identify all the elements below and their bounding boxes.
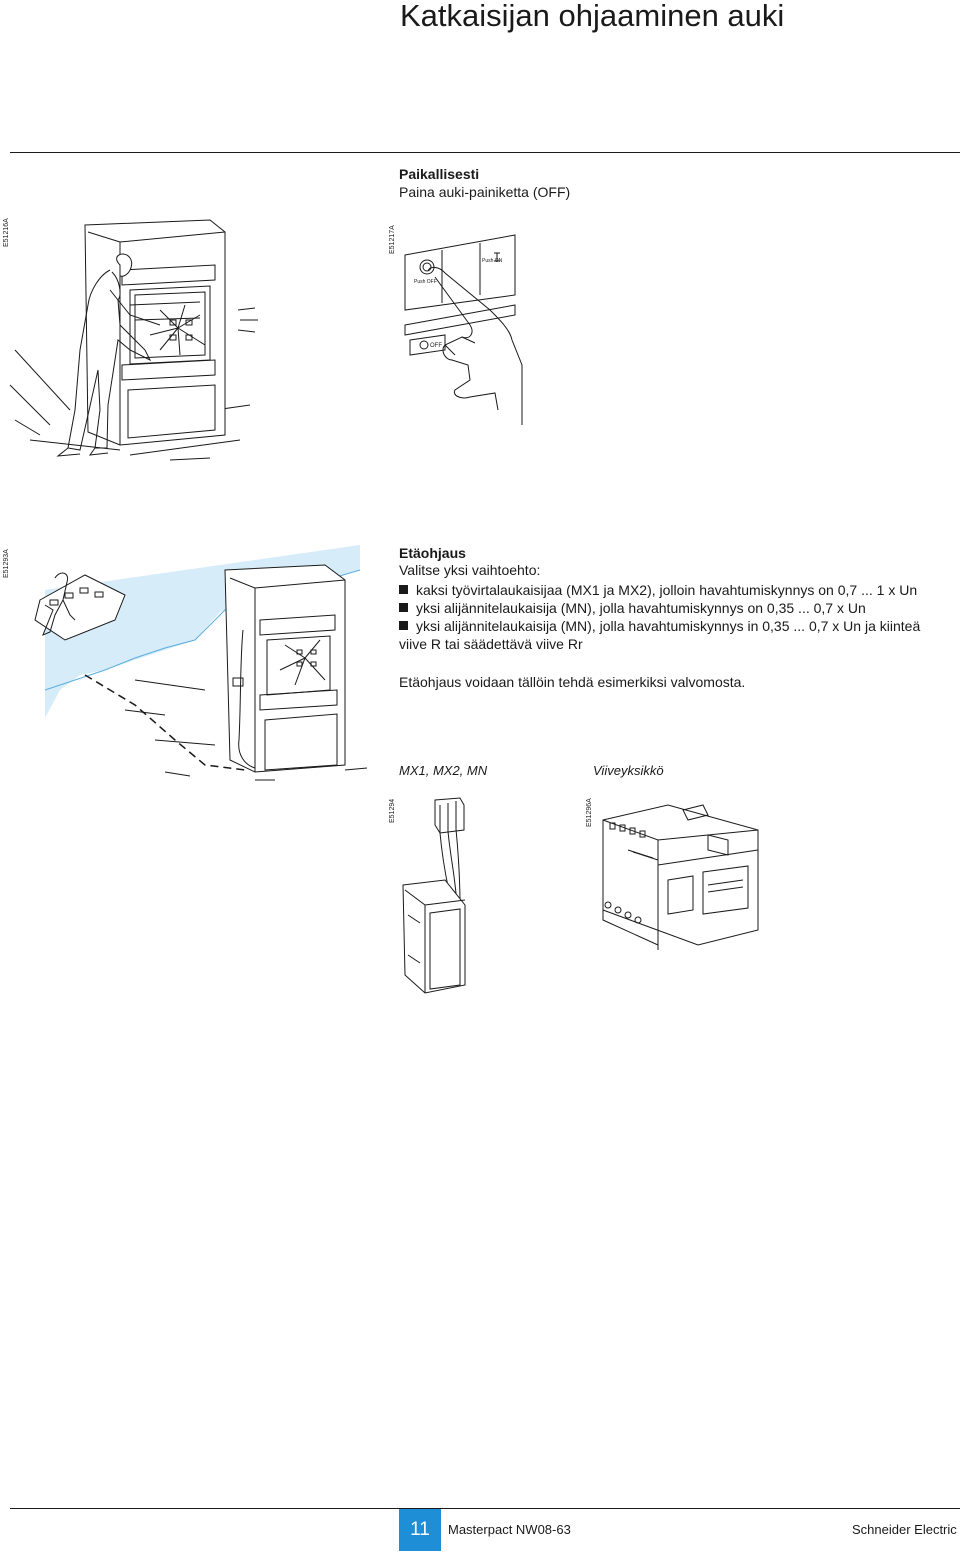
- remote-heading: Etäohjaus: [399, 545, 466, 561]
- page-number: 11: [399, 1509, 441, 1551]
- footer-rule: [10, 1508, 960, 1509]
- caption-mx: MX1, MX2, MN: [399, 763, 488, 778]
- caption-delay: Viiveyksikkö: [593, 763, 664, 778]
- remote-note: Etäohjaus voidaan tällöin tehdä esimerki…: [399, 674, 746, 690]
- mx-mn-coil-illustration: [400, 795, 470, 995]
- push-off-label: Push OFF: [414, 279, 437, 285]
- delay-unit-illustration: [598, 790, 763, 950]
- brand-name: Schneider Electric: [852, 1522, 957, 1537]
- off-label: OFF: [430, 343, 442, 349]
- bullet-square-icon: [399, 621, 408, 630]
- figure-code-4: E51294: [389, 798, 396, 823]
- operator-switchboard-illustration: [10, 210, 260, 470]
- bullet-square-icon: [399, 603, 408, 612]
- remote-bullet-2: yksi alijännitelaukaisija (MN), jolla ha…: [399, 599, 866, 618]
- figure-code-5: E51296A: [586, 798, 593, 827]
- remote-bullet-3: yksi alijännitelaukaisija (MN), jolla ha…: [399, 617, 920, 636]
- remote-intro: Valitse yksi vaihtoehto:: [399, 562, 541, 578]
- product-name: Masterpact NW08-63: [448, 1522, 571, 1537]
- header-rule: [10, 152, 960, 153]
- page-title: Katkaisijan ohjaaminen auki: [400, 0, 785, 33]
- figure-code-3: E51293A: [3, 549, 10, 578]
- remote-bullet-1: kaksi työvirtalaukaisijaa (MX1 ja MX2), …: [399, 581, 917, 600]
- figure-code-1: E51216A: [3, 218, 10, 247]
- off-button-illustration: Push ON Push OFF OFF: [400, 215, 525, 425]
- remote-control-illustration: [15, 545, 370, 785]
- figure-code-2: E51217A: [389, 225, 396, 254]
- remote-continuation: viive R tai säädettävä viive Rr: [399, 636, 583, 652]
- local-heading: Paikallisesti: [399, 166, 480, 182]
- push-on-label: Push ON: [482, 258, 503, 264]
- bullet-square-icon: [399, 585, 408, 594]
- local-text: Paina auki-painiketta (OFF): [399, 184, 571, 200]
